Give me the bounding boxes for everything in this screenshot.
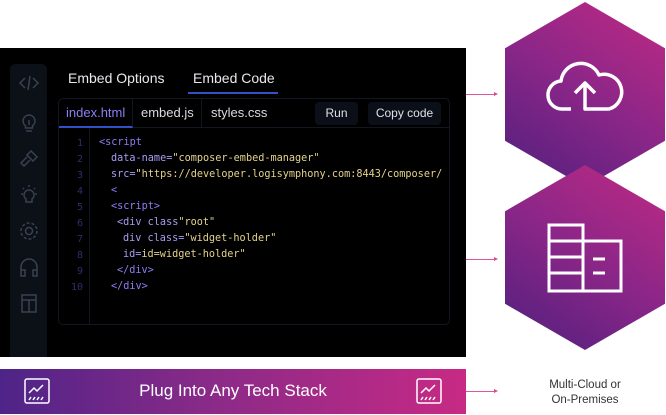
code-token: <script xyxy=(99,137,142,148)
code-line: id=id=widget-holder" xyxy=(123,249,246,260)
active-tab-indicator xyxy=(188,92,278,94)
layout-icon[interactable] xyxy=(18,292,40,314)
code-string: "https://developer.logisymphony.com:8443… xyxy=(135,169,443,180)
caption-line-1: Multi-Cloud or xyxy=(549,379,621,391)
cloud-hexagon xyxy=(505,2,665,187)
code-string: "composer-embed-manager" xyxy=(172,153,320,164)
connector-arrow xyxy=(466,92,498,96)
sidebar xyxy=(10,64,47,357)
code-string: "root" xyxy=(178,217,216,228)
multi-cloud-caption: Multi-Cloud or On-Premises xyxy=(530,378,640,408)
gear-icon[interactable] xyxy=(18,220,40,242)
connector-arrow xyxy=(466,257,498,261)
line-number: 8 xyxy=(76,250,83,261)
tab-embed-options[interactable]: Embed Options xyxy=(68,70,165,86)
code-token: </div> xyxy=(111,281,148,292)
code-line: < xyxy=(111,185,117,196)
code-editor[interactable]: index.html embed.js styles.css Run Copy … xyxy=(58,98,450,325)
cloud-upload-icon xyxy=(546,61,624,111)
connector-arrow xyxy=(466,389,498,393)
file-tabs: index.html embed.js styles.css Run Copy … xyxy=(59,99,449,128)
line-number: 3 xyxy=(76,170,83,181)
line-number: 5 xyxy=(76,202,83,213)
code-line: </div> xyxy=(117,265,154,276)
code-line: div class="widget-holder" xyxy=(123,233,276,244)
code-token: data-name= xyxy=(111,153,173,164)
line-number: 1 xyxy=(76,138,83,149)
chart-icon xyxy=(416,378,442,404)
copy-code-button[interactable]: Copy code xyxy=(368,102,441,125)
code-token: src= xyxy=(111,169,136,180)
code-string: "widget-holder" xyxy=(184,233,277,244)
code-line: <script> xyxy=(111,201,160,212)
tab-embed-code[interactable]: Embed Code xyxy=(193,70,275,86)
code-token: <div class xyxy=(117,217,179,228)
banner-label: Plug Into Any Tech Stack xyxy=(139,381,327,400)
building-icon xyxy=(547,223,623,293)
line-gutter xyxy=(59,128,90,324)
code-token: id= xyxy=(123,249,142,260)
code-token: div class= xyxy=(123,233,185,244)
code-token: <script> xyxy=(111,201,161,212)
file-tab-index-html[interactable]: index.html xyxy=(59,99,134,128)
line-number: 10 xyxy=(70,282,83,293)
code-line: src="https://developer.logisymphony.com:… xyxy=(111,169,442,180)
code-string: id=widget-holder" xyxy=(141,249,246,260)
code-token: </div> xyxy=(117,265,154,276)
embed-panel: Embed Options Embed Code index.html embe… xyxy=(0,48,466,357)
file-tab-styles-css[interactable]: styles.css xyxy=(211,105,268,120)
run-button[interactable]: Run xyxy=(315,102,358,125)
code-icon[interactable] xyxy=(18,72,40,94)
line-number: 7 xyxy=(76,234,83,245)
building-hexagon xyxy=(505,165,665,350)
caption-line-2: On-Premises xyxy=(551,394,619,406)
hammer-icon[interactable] xyxy=(18,148,40,170)
line-number: 4 xyxy=(76,186,83,197)
chart-icon xyxy=(24,378,50,404)
tech-stack-banner: Plug Into Any Tech Stack xyxy=(0,369,466,414)
code-token: < xyxy=(111,185,118,196)
line-number: 2 xyxy=(76,154,83,165)
code-line: <script xyxy=(99,137,142,148)
code-line: data-name="composer-embed-manager" xyxy=(111,153,320,164)
code-line: </div> xyxy=(111,281,148,292)
lightbulb-icon[interactable] xyxy=(18,112,40,134)
line-number: 9 xyxy=(76,266,83,277)
headphones-icon[interactable] xyxy=(18,256,40,278)
line-number: 6 xyxy=(76,218,83,229)
idea-icon[interactable] xyxy=(18,184,40,206)
code-line: <div class"root" xyxy=(117,217,215,228)
file-tab-embed-js[interactable]: embed.js xyxy=(134,99,202,128)
